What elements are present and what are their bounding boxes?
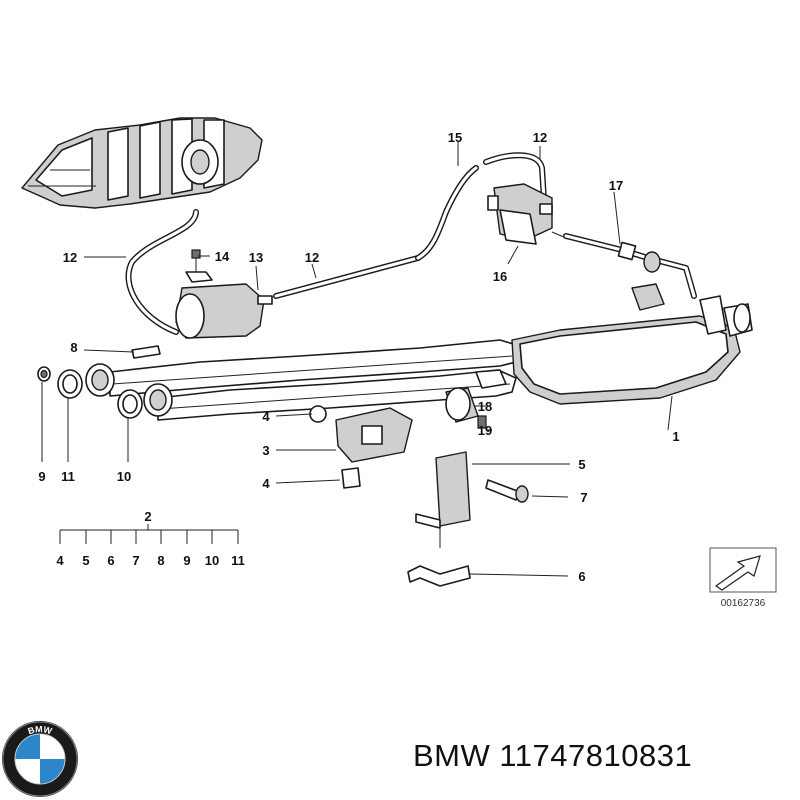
callout-label: 12 bbox=[305, 250, 319, 265]
bolt-7 bbox=[485, 479, 529, 503]
callout-label: 8 bbox=[70, 340, 77, 355]
callout-label: 14 bbox=[215, 249, 230, 264]
hose-12-top bbox=[483, 152, 547, 203]
rear-muffler bbox=[511, 283, 753, 405]
reference-box: 00162736 bbox=[709, 547, 777, 609]
kit-item-label: 6 bbox=[107, 553, 114, 568]
intake-manifold bbox=[21, 117, 263, 209]
kit-header-label: 2 bbox=[144, 509, 151, 524]
reference-number: 00162736 bbox=[721, 598, 766, 609]
leader-lines bbox=[41, 142, 673, 577]
callout-label: 9 bbox=[38, 469, 45, 484]
vacuum-hose-middle bbox=[273, 255, 421, 299]
logo-lettering: BMW bbox=[27, 724, 54, 736]
callout-label: 11 bbox=[61, 469, 75, 484]
flange-parts bbox=[37, 345, 173, 419]
callout-label: 13 bbox=[249, 250, 263, 265]
kit-item-label: 11 bbox=[231, 553, 245, 568]
callout-label: 15 bbox=[448, 130, 462, 145]
callout-label: 1 bbox=[672, 429, 679, 444]
callout-label: 10 bbox=[117, 469, 131, 484]
kit-bracket: 2 4 5 6 7 8 9 10 11 bbox=[56, 509, 244, 568]
kit-item-label: 10 bbox=[205, 553, 219, 568]
callout-label: 6 bbox=[578, 569, 585, 584]
callout-label: 18 bbox=[478, 399, 492, 414]
callout-numbers: 15 12 17 12 14 13 12 16 8 18 1 19 4 3 4 … bbox=[38, 130, 679, 584]
callout-label: 7 bbox=[580, 490, 587, 505]
kit-item-label: 7 bbox=[132, 553, 139, 568]
screw-14 bbox=[185, 249, 213, 283]
callout-label: 17 bbox=[609, 178, 623, 193]
hanger-18 bbox=[445, 369, 507, 429]
solenoid-valve-16 bbox=[487, 183, 567, 245]
bmw-logo: BMW bbox=[2, 721, 78, 797]
front-pipes bbox=[109, 339, 521, 421]
kit-item-label: 9 bbox=[183, 553, 190, 568]
callout-label: 19 bbox=[478, 423, 492, 438]
kit-item-label: 4 bbox=[56, 553, 64, 568]
sensor-17 bbox=[563, 233, 697, 299]
rubber-mount-3 bbox=[309, 405, 413, 489]
callout-label: 12 bbox=[533, 130, 547, 145]
callout-label: 4 bbox=[262, 476, 270, 491]
clamp-6 bbox=[407, 565, 471, 587]
callout-label: 3 bbox=[262, 443, 269, 458]
vacuum-hose-left bbox=[125, 209, 199, 335]
hose-15 bbox=[415, 165, 479, 261]
callout-label: 16 bbox=[493, 269, 507, 284]
canister-13 bbox=[175, 283, 273, 339]
callout-label: 5 bbox=[578, 457, 585, 472]
kit-item-label: 8 bbox=[157, 553, 164, 568]
kit-item-label: 5 bbox=[82, 553, 89, 568]
callout-label: 4 bbox=[262, 409, 270, 424]
bracket-5 bbox=[415, 451, 471, 548]
part-number-caption: BMW 11747810831 bbox=[413, 738, 693, 773]
direction-arrow-icon bbox=[714, 555, 761, 591]
callout-label: 12 bbox=[63, 250, 77, 265]
